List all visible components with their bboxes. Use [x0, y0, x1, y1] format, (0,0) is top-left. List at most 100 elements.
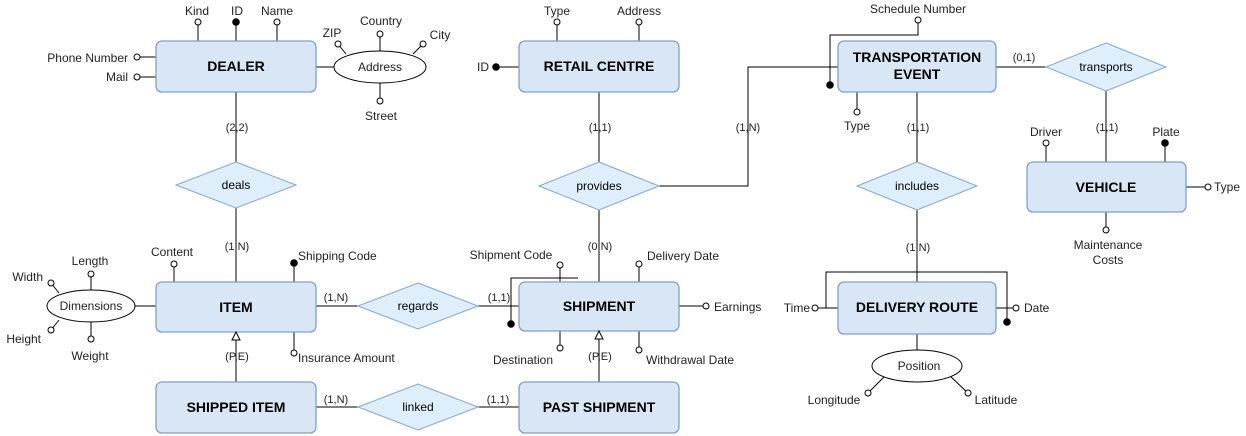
attr-marker-route-date	[1012, 304, 1020, 312]
relationship-transports[interactable]: transports	[1044, 42, 1168, 92]
attr-retail-type: Type	[544, 4, 570, 18]
card-te-includes: (1,1)	[907, 122, 930, 134]
entity-item[interactable]: ITEM	[155, 281, 317, 333]
attr-position-longitude: Longitude	[808, 393, 861, 407]
generalization-arrow-shipment	[594, 329, 604, 340]
entity-dealer-label: DEALER	[207, 58, 265, 74]
entity-vehicle-label: VEHICLE	[1076, 179, 1137, 195]
composite-position-label: Position	[898, 359, 941, 373]
entity-retail-centre-label: RETAIL CENTRE	[544, 58, 655, 74]
attr-vehicle-type: Type	[1214, 180, 1240, 194]
attr-marker-ship-destination	[556, 344, 564, 352]
entity-delivery-route[interactable]: DELIVERY ROUTE	[837, 281, 997, 335]
card-dealer-deals: (2,2)	[226, 122, 249, 134]
entity-transportation-event[interactable]: TRANSPORTATION EVENT	[837, 40, 997, 93]
relationship-includes-label: includes	[895, 179, 939, 193]
relationship-linked[interactable]: linked	[356, 383, 480, 431]
entity-past-shipment[interactable]: PAST SHIPMENT	[518, 381, 680, 434]
connector-lines	[235, 66, 1107, 408]
attr-marker-te-schedule-key	[826, 81, 834, 89]
relationship-transports-label: transports	[1079, 60, 1132, 74]
composite-position[interactable]: Position	[871, 349, 963, 383]
attr-dealer-id: ID	[231, 4, 243, 18]
attr-ship-code: Shipment Code	[470, 248, 553, 262]
attr-marker-item-shipping-code	[290, 259, 298, 267]
attr-marker-ship-withdrawal	[635, 346, 643, 354]
entity-shipped-item[interactable]: SHIPPED ITEM	[155, 381, 317, 434]
attr-vehicle-plate: Plate	[1152, 125, 1180, 139]
attr-item-insurance: Insurance Amount	[298, 351, 395, 365]
attr-marker-vehicle-plate	[1161, 139, 1169, 147]
composite-address[interactable]: Address	[333, 50, 427, 84]
attr-retail-id: ID	[477, 60, 489, 74]
attr-ship-earnings: Earnings	[714, 300, 761, 314]
attr-address-street: Street	[365, 109, 398, 123]
card-shippeditem-linked: (1,N)	[324, 394, 348, 406]
attr-dim-length: Length	[72, 254, 109, 268]
attr-ship-delivery-date: Delivery Date	[647, 249, 719, 263]
attr-marker-dealer-id	[232, 18, 240, 26]
relationship-linked-label: linked	[402, 400, 433, 414]
entity-dealer[interactable]: DEALER	[155, 40, 317, 93]
card-item-generalization: (P,E)	[225, 351, 249, 363]
card-item-regards: (1,N)	[324, 292, 348, 304]
attr-marker-te-type	[853, 108, 861, 116]
card-item-deals: (1,N)	[225, 241, 249, 253]
attribute-labels: Kind ID Name Phone Number Mail ZIP Count…	[6, 2, 1240, 407]
attr-marker-retail-type	[553, 18, 561, 26]
entity-vehicle[interactable]: VEHICLE	[1026, 161, 1187, 213]
attr-route-time: Time	[784, 301, 811, 315]
entity-shipment-label: SHIPMENT	[563, 298, 636, 314]
relationship-provides-label: provides	[576, 179, 621, 193]
attr-position-latitude: Latitude	[975, 393, 1018, 407]
attr-marker-dim-length	[87, 270, 95, 278]
attr-vehicle-driver: Driver	[1030, 125, 1062, 139]
attr-dealer-kind: Kind	[185, 4, 209, 18]
relationship-includes[interactable]: includes	[855, 161, 979, 211]
attr-dim-weight: Weight	[71, 349, 109, 363]
relationship-regards-label: regards	[398, 299, 439, 313]
attr-dim-width: Width	[12, 270, 43, 284]
relationship-provides[interactable]: provides	[537, 161, 661, 211]
entity-shipped-item-label: SHIPPED ITEM	[187, 399, 286, 415]
cardinality-labels: (2,2) (1,N) (1,1) (0,N) (1,N) (0,1) (1,1…	[225, 52, 1119, 406]
entity-transportation-event-label-2: EVENT	[894, 66, 941, 82]
attr-retail-address: Address	[617, 4, 661, 18]
card-vehicle-transports: (1,1)	[1096, 122, 1119, 134]
attr-te-schedule: Schedule Number	[870, 2, 966, 16]
relationship-deals[interactable]: deals	[174, 161, 298, 209]
attr-dealer-name: Name	[261, 4, 293, 18]
card-route-includes: (1,N)	[906, 242, 930, 254]
attr-marker-position-longitude	[864, 389, 872, 397]
attr-marker-vehicle-driver	[1042, 139, 1050, 147]
attr-ship-withdrawal: Withdrawal Date	[646, 353, 734, 367]
attr-marker-ship-delivery-date	[635, 260, 643, 268]
attr-dealer-phone: Phone Number	[47, 51, 128, 65]
attr-dim-height: Height	[6, 332, 41, 346]
attr-address-city: City	[430, 28, 451, 42]
attr-vehicle-maintenance-1: Maintenance	[1074, 238, 1143, 252]
card-retail-provides: (1,1)	[589, 122, 612, 134]
attr-marker-retail-address	[635, 18, 643, 26]
attr-dealer-mail: Mail	[106, 70, 128, 84]
attr-marker-dim-weight	[87, 335, 95, 343]
composite-address-label: Address	[358, 60, 402, 74]
attr-marker-address-zip	[334, 40, 342, 48]
attr-marker-dealer-mail	[133, 73, 141, 81]
attr-marker-ship-code	[556, 261, 564, 269]
attr-marker-retail-id	[492, 63, 500, 71]
composite-dimensions[interactable]: Dimensions	[46, 289, 136, 323]
generalization-arrow-item	[231, 330, 241, 341]
entity-retail-centre[interactable]: RETAIL CENTRE	[518, 40, 680, 93]
card-shipment-provides: (0,N)	[588, 241, 612, 253]
attr-marker-te-schedule	[914, 16, 922, 24]
attr-item-shipping-code: Shipping Code	[298, 249, 377, 263]
attr-vehicle-maintenance-2: Costs	[1093, 253, 1124, 267]
attr-te-type: Type	[844, 119, 870, 133]
entity-shipment[interactable]: SHIPMENT	[518, 281, 680, 332]
card-pastshipment-linked: (1,1)	[487, 394, 510, 406]
relationship-regards[interactable]: regards	[356, 282, 480, 330]
card-shipment-generalization: (P,E)	[588, 351, 612, 363]
attr-marker-dim-width	[47, 279, 55, 287]
